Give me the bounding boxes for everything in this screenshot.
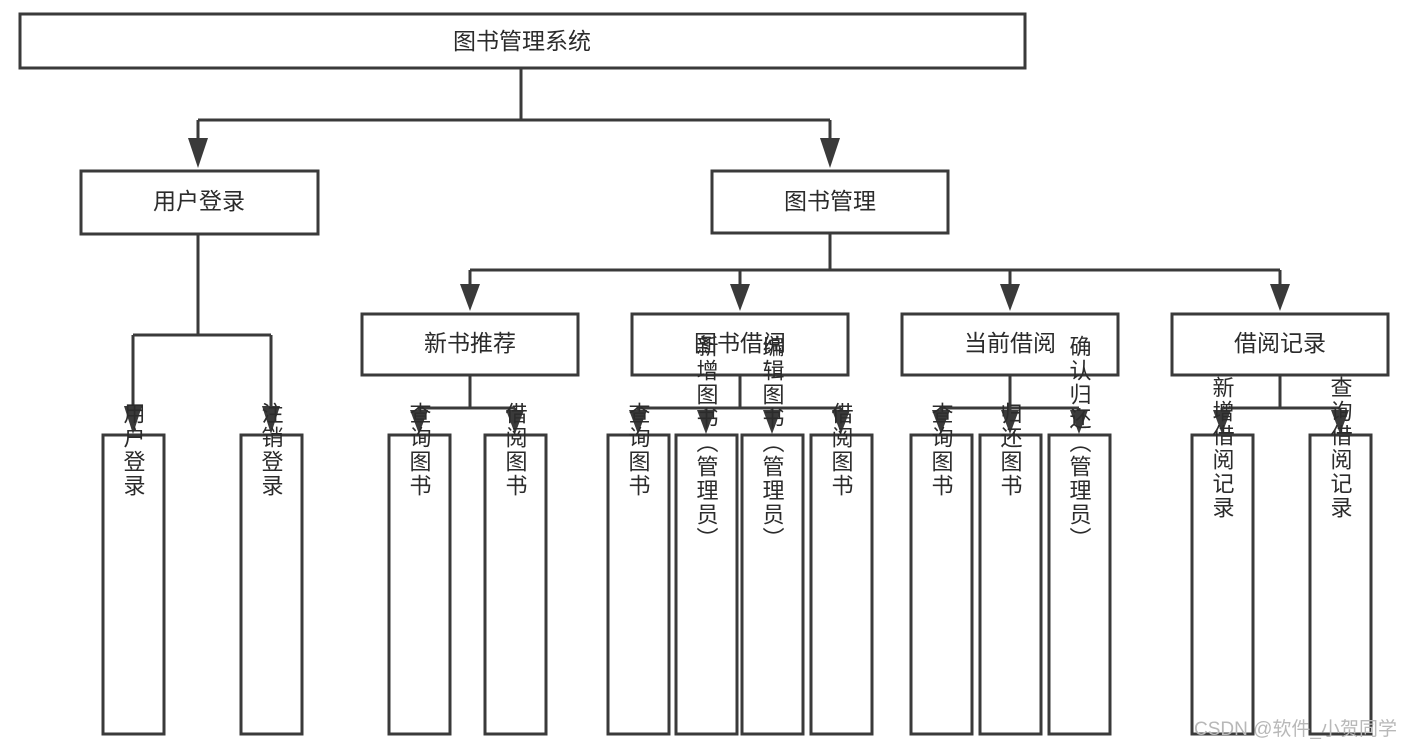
leaf-newbook-query-label: 查询图书 (407, 402, 432, 498)
node-book-management[interactable]: 图书管理 (710, 169, 950, 235)
connector-group-current-borrow (932, 375, 1088, 434)
arrow-head-user-login (188, 138, 208, 168)
node-borrow-record-box[interactable] (1170, 312, 1390, 377)
arrow-head-currentborrow-leaf1 (932, 410, 950, 434)
node-root-system-box[interactable] (18, 12, 1027, 70)
arrow-head-bookborrow-leaf2 (697, 410, 715, 434)
node-user-login-box[interactable] (79, 169, 320, 236)
arrow-head-bookborrow-leaf1 (629, 410, 647, 434)
node-new-book-recommend[interactable]: 新书推荐 (360, 312, 580, 377)
arrow-head-book-mgmt (820, 138, 840, 168)
leaf-bookborrow-add-label: 新增图书（管理员） (694, 335, 719, 551)
leaf-logout-label: 注销登录 (259, 402, 284, 498)
leaf-node[interactable]: 查询借阅记录 (1308, 376, 1373, 736)
node-borrow-record[interactable]: 借阅记录 (1170, 312, 1390, 377)
leaf-currentborrow-return-label: 归还图书 (998, 402, 1023, 498)
node-current-borrow-label: 当前借阅 (964, 330, 1056, 356)
leaf-currentborrow-return-box[interactable] (978, 433, 1043, 736)
node-root-system[interactable]: 图书管理系统 (18, 12, 1027, 70)
node-user-login[interactable]: 用户登录 (79, 169, 320, 236)
leaf-node[interactable]: 注销登录 (239, 402, 304, 736)
leaf-newbook-query-box[interactable] (387, 433, 452, 736)
leaf-node[interactable]: 新增图书（管理员） (674, 335, 739, 736)
arrow-head-newbook-leaf2 (506, 410, 524, 434)
leaf-currentborrow-query-box[interactable] (909, 433, 974, 736)
leaf-node[interactable]: 新增借阅记录 (1190, 376, 1255, 736)
node-book-management-label: 图书管理 (784, 188, 876, 214)
leaf-newbook-borrow-label: 借阅图书 (503, 402, 528, 498)
leaf-user-login-label: 用户登录 (121, 402, 146, 498)
leaf-borrowrecord-query-label: 查询借阅记录 (1328, 376, 1353, 520)
node-current-borrow-box[interactable] (900, 312, 1120, 377)
node-book-management-box[interactable] (710, 169, 950, 235)
csdn-watermark: CSDN @软件_小贺同学 (1194, 719, 1397, 740)
arrow-head-leaf-logout (262, 406, 280, 434)
leaf-bookborrow-borrow-label: 借阅图书 (829, 402, 854, 498)
arrow-head-borrowrecord-leaf1 (1213, 410, 1231, 434)
connector-group-root (188, 68, 840, 168)
leaf-bookborrow-add-box[interactable] (674, 433, 739, 736)
leaf-borrowrecord-add-box[interactable] (1190, 433, 1255, 736)
arrow-head-borrowrecord-leaf2 (1331, 410, 1349, 434)
arrow-head-bookborrow-leaf4 (832, 410, 850, 434)
arrow-head-currentborrow-leaf2 (1001, 410, 1019, 434)
arrow-head-currentborrow-leaf3 (1070, 410, 1088, 434)
node-borrow-record-label: 借阅记录 (1234, 330, 1326, 356)
leaf-currentborrow-confirm-box[interactable] (1047, 433, 1112, 736)
arrow-head-leaf-user-login (124, 406, 142, 434)
leaf-bookborrow-edit-box[interactable] (740, 433, 805, 736)
leaf-currentborrow-confirm-label: 确认归还（管理员） (1067, 335, 1092, 551)
arrow-head-borrow-record (1270, 284, 1290, 311)
leaf-logout-box[interactable] (239, 433, 304, 736)
leaf-node[interactable]: 查询图书 (606, 402, 671, 736)
arrow-head-book-borrow (730, 284, 750, 311)
arrow-head-newbook-leaf1 (410, 410, 428, 434)
connector-group-user-login (124, 235, 280, 434)
leaf-node[interactable]: 归还图书 (978, 402, 1043, 736)
leaf-bookborrow-edit-label: 编辑图书（管理员） (760, 335, 785, 551)
leaf-newbook-borrow-box[interactable] (483, 433, 548, 736)
leaf-node[interactable]: 确认归还（管理员） (1047, 335, 1112, 736)
leaf-bookborrow-borrow-box[interactable] (809, 433, 874, 736)
connector-group-book-borrow (629, 375, 850, 434)
node-user-login-label: 用户登录 (153, 188, 245, 214)
leaf-node[interactable]: 查询图书 (909, 402, 974, 736)
leaf-node[interactable]: 借阅图书 (483, 402, 548, 736)
leaf-user-login-box[interactable] (101, 433, 166, 736)
leaf-node[interactable]: 查询图书 (387, 402, 452, 736)
leaf-borrowrecord-add-label: 新增借阅记录 (1210, 376, 1235, 520)
leaf-node[interactable]: 借阅图书 (809, 402, 874, 736)
arrow-head-new-book (460, 284, 480, 311)
leaf-bookborrow-query-label: 查询图书 (626, 402, 651, 498)
leaf-node[interactable]: 编辑图书（管理员） (740, 335, 805, 736)
leaf-borrowrecord-query-box[interactable] (1308, 433, 1373, 736)
node-book-borrow-box[interactable] (630, 312, 850, 377)
node-new-book-recommend-label: 新书推荐 (424, 330, 516, 356)
leaf-bookborrow-query-box[interactable] (606, 433, 671, 736)
connector-group-new-book-recommend (410, 375, 524, 434)
arrow-head-bookborrow-leaf3 (763, 410, 781, 434)
arrow-head-current-borrow (1000, 284, 1020, 311)
node-current-borrow[interactable]: 当前借阅 (900, 312, 1120, 377)
node-book-borrow-label: 图书借阅 (694, 330, 786, 356)
connector-group-borrow-record (1213, 375, 1349, 434)
node-new-book-recommend-box[interactable] (360, 312, 580, 377)
node-book-borrow[interactable]: 图书借阅 (630, 312, 850, 377)
connector-group-book-management (460, 232, 1290, 311)
leaf-currentborrow-query-label: 查询图书 (929, 402, 954, 498)
leaf-node[interactable]: 用户登录 (101, 402, 166, 736)
node-root-system-label: 图书管理系统 (453, 28, 591, 54)
